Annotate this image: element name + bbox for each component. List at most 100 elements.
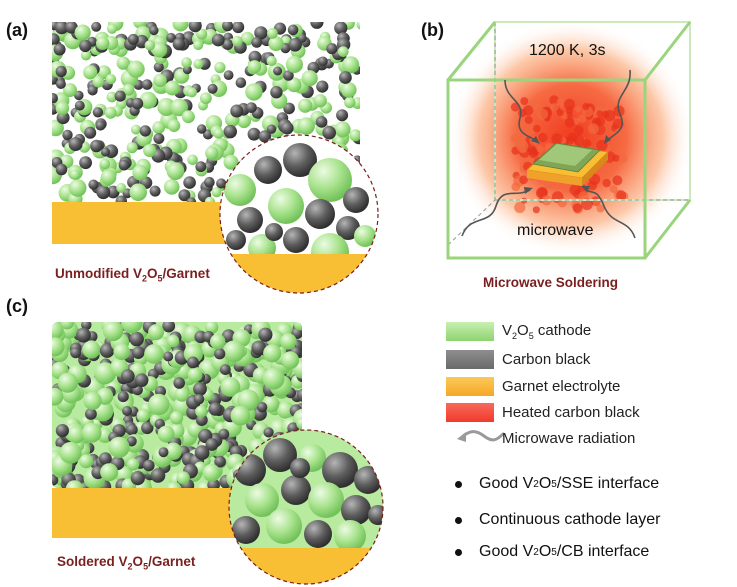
- heated-carbon-particle: [593, 199, 601, 207]
- carbon-particle: [204, 176, 215, 188]
- legend-microwave-arrow-icon: [457, 430, 505, 442]
- cathode-particle: [81, 422, 102, 443]
- carbon-particle: [211, 33, 225, 47]
- legend-swatch-garnet: [446, 376, 494, 396]
- cathode-particle: [214, 61, 226, 74]
- carbon-particle: [117, 391, 129, 403]
- carbon-particle: [74, 100, 85, 111]
- carbon-particle: [52, 93, 58, 104]
- heated-carbon-particle: [514, 201, 526, 214]
- cathode-particle: [126, 142, 138, 154]
- carbon-particle: [246, 102, 257, 113]
- heated-carbon-particle: [582, 139, 592, 148]
- carbon-particle: [65, 22, 78, 34]
- cathode-particle: [337, 46, 349, 57]
- cathode-particle: [68, 179, 87, 197]
- cathode-particle: [157, 425, 175, 443]
- cathode-particle: [205, 146, 219, 160]
- carbon-particle: [91, 22, 102, 32]
- cathode-particle: [224, 174, 256, 206]
- carbon-particle: [290, 458, 310, 478]
- cathode-particle: [245, 483, 279, 517]
- legend-item-carbon: Carbon black: [446, 348, 590, 370]
- cathode-particle: [186, 87, 197, 98]
- cathode-particle: [297, 117, 315, 135]
- cathode-particle: [266, 508, 302, 544]
- cathode-particle: [308, 158, 352, 202]
- cathode-particle: [349, 129, 360, 142]
- carbon-particle: [84, 126, 97, 139]
- carbon-particle: [162, 322, 176, 333]
- carbon-particle: [283, 227, 309, 253]
- heated-carbon-particle: [524, 115, 533, 124]
- carbon-particle: [188, 22, 202, 33]
- heated-carbon-particle: [614, 128, 624, 137]
- cathode-particle: [267, 28, 278, 39]
- cathode-particle: [247, 60, 262, 74]
- heated-carbon-particle: [525, 124, 536, 136]
- carbon-particle: [127, 33, 139, 45]
- cathode-particle: [285, 55, 303, 73]
- carbon-particle: [149, 25, 159, 36]
- cathode-particle: [281, 351, 300, 370]
- cathode-particle: [164, 442, 182, 460]
- carbon-particle: [87, 85, 98, 96]
- legend-item-garnet: Garnet electrolyte: [446, 375, 620, 397]
- cathode-particle: [181, 110, 195, 124]
- cathode-particle: [116, 56, 130, 70]
- carbon-particle: [251, 340, 267, 356]
- cathode-particle: [237, 389, 259, 412]
- cathode-particle: [131, 124, 141, 135]
- cathode-particle: [166, 481, 182, 488]
- heated-carbon-particle: [612, 175, 623, 186]
- heated-carbon-particle: [573, 134, 585, 147]
- legend-label-garnet: Garnet electrolyte: [502, 377, 621, 395]
- cathode-particle: [65, 480, 84, 488]
- carbon-particle: [283, 70, 294, 81]
- carbon-particle: [163, 351, 174, 362]
- carbon-particle: [343, 187, 369, 213]
- carbon-particle: [202, 129, 214, 140]
- cathode-particle: [334, 121, 351, 138]
- cathode-particle: [169, 411, 184, 425]
- carbon-particle: [114, 90, 126, 102]
- carbon-particle: [88, 179, 99, 190]
- carbon-particle: [273, 66, 283, 76]
- cathode-particle: [60, 322, 74, 330]
- cathode-particle: [153, 73, 167, 88]
- cathode-particle: [164, 80, 180, 96]
- cathode-particle: [298, 98, 313, 113]
- carbon-particle: [287, 24, 299, 36]
- cathode-particle: [92, 75, 105, 88]
- carbon-particle: [223, 124, 237, 139]
- cathode-particle: [80, 50, 92, 61]
- carbon-particle: [141, 421, 154, 435]
- carbon-particle: [79, 156, 92, 170]
- legend-label-cathode: V2O5 cathode: [502, 321, 592, 341]
- carbon-particle: [55, 79, 66, 89]
- bullet-dot: [455, 480, 462, 488]
- carbon-particle: [194, 445, 210, 461]
- cathode-particle: [166, 334, 180, 348]
- carbon-particle: [304, 520, 332, 548]
- cathode-particle: [52, 322, 64, 340]
- heated-carbon-particle: [538, 132, 548, 143]
- carbon-particle: [288, 38, 302, 52]
- heated-carbon-particle: [604, 163, 613, 171]
- carbon-particle: [266, 124, 277, 134]
- cathode-particle: [193, 40, 204, 51]
- carbon-particle: [120, 369, 135, 384]
- heated-carbon-particle: [575, 106, 582, 113]
- cathode-particle: [286, 77, 302, 93]
- cathode-particle: [100, 169, 117, 185]
- carbon-particle: [55, 65, 67, 78]
- heated-carbon-particle: [582, 103, 590, 111]
- cathode-particle: [262, 367, 285, 390]
- carbon-particle: [247, 127, 261, 141]
- heated-carbon-particle: [573, 117, 580, 125]
- heated-carbon-particle: [601, 110, 609, 119]
- cathode-particle: [245, 83, 263, 101]
- cathode-particle: [213, 128, 224, 139]
- cathode-particle: [116, 182, 127, 193]
